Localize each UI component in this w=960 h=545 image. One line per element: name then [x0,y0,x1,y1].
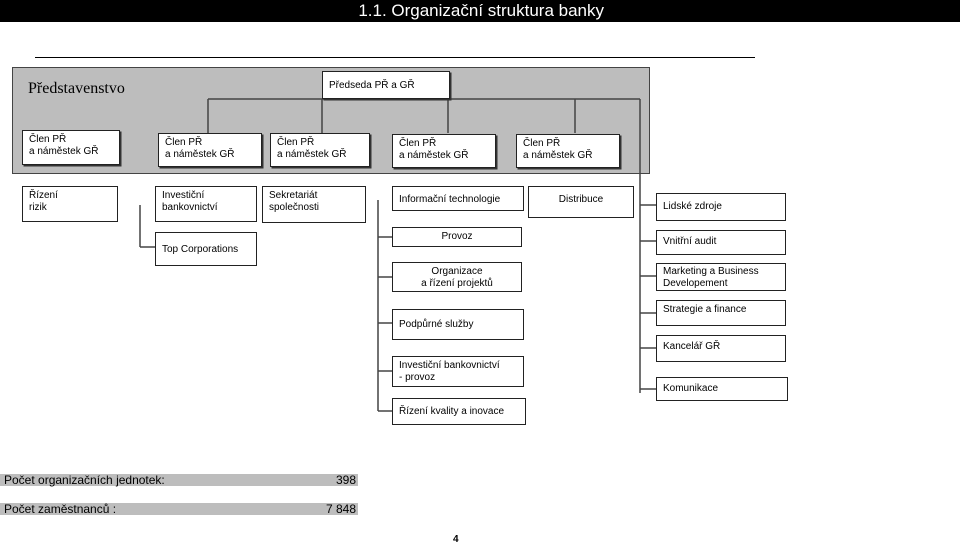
board-member-box: Člen PŘ a náměstek GŘ [516,134,620,168]
board-member-box: Člen PŘ a náměstek GŘ [22,130,120,165]
board-member-box: Člen PŘ a náměstek GŘ [270,133,370,167]
unit-distribuce: Distribuce [528,186,634,218]
unit-rizeni-kvality: Řízení kvality a inovace [392,398,526,425]
unit-strategie: Strategie a finance [656,300,786,326]
unit-investicni-provoz: Investiční bankovnictví - provoz [392,356,524,387]
stat-label: Počet organizačních jednotek: [4,473,165,487]
unit-organizace: Organizace a řízení projektů [392,262,522,292]
unit-podpurne-sluzby: Podpůrné služby [392,309,524,340]
board-member-box: Člen PŘ a náměstek GŘ [392,134,496,168]
stat-row: Počet zaměstnanců : 7 848 [0,503,358,515]
stat-row: Počet organizačních jednotek: 398 [0,474,358,486]
unit-lidske-zdroje: Lidské zdroje [656,193,786,221]
header-bar: 1.1. Organizační struktura banky [0,0,960,22]
unit-vnitrni-audit: Vnitřní audit [656,230,786,255]
unit-komunikace: Komunikace [656,377,788,401]
board-member-box: Člen PŘ a náměstek GŘ [158,133,262,167]
stat-value: 398 [335,473,356,487]
stat-label: Počet zaměstnanců : [4,502,117,516]
board-title: Představenstvo [28,80,125,97]
divider-line [35,57,755,58]
unit-provoz: Provoz [392,227,522,247]
unit-top-corporations: Top Corporations [155,232,257,266]
unit-informacni-technologie: Informační technologie [392,186,524,211]
unit-rizeni-rizik: Řízení rizik [22,186,118,222]
unit-sekretariat: Sekretariát společnosti [262,186,366,223]
page-number: 4 [453,534,459,545]
unit-marketing: Marketing a Business Developement [656,263,786,291]
chair-box: Předseda PŘ a GŘ [322,71,450,99]
page-title: 1.1. Organizační struktura banky [358,1,604,20]
unit-investicni-bankovnictvi: Investiční bankovnictví [155,186,257,222]
unit-kancelar: Kancelář GŘ [656,335,786,362]
stat-value: 7 848 [325,502,356,516]
